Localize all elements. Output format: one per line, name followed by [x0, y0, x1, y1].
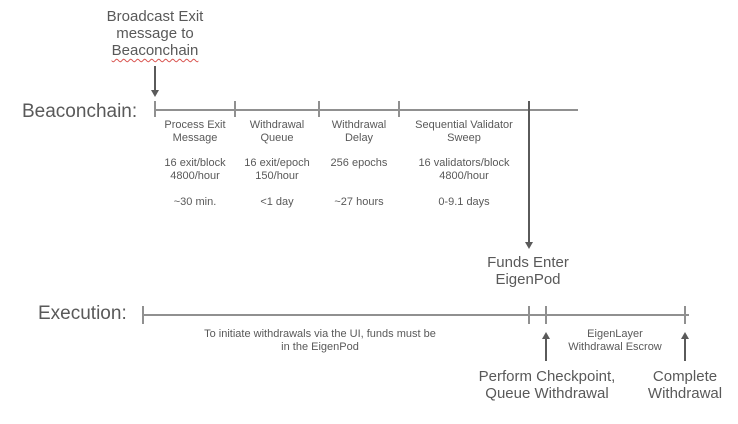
segment-rate: 16 exit/block 4800/hour [164, 157, 226, 182]
beaconchain-tick-4 [398, 101, 400, 117]
segment-rate: 16 validators/block 4800/hour [418, 157, 510, 182]
segment-name: Withdrawal Delay [331, 119, 387, 144]
execution-timeline-line [143, 314, 689, 316]
broadcast-down-arrow-stem [154, 66, 156, 91]
segment-withdrawal-delay: Withdrawal Delay 256 epochs ~27 hours [309, 119, 409, 215]
complete-up-arrow-stem [684, 338, 686, 361]
segment-name: Withdrawal Queue [249, 119, 305, 144]
broadcast-exit-note-line3: Beaconchain [75, 42, 235, 59]
segment-process-exit-message: Process Exit Message 16 exit/block 4800/… [140, 119, 250, 215]
segment-rate: 256 epochs [330, 157, 388, 169]
perform-checkpoint-label: Perform Checkpoint, Queue Withdrawal [478, 368, 616, 402]
funds-enter-down-arrow-stem [528, 101, 530, 243]
complete-withdrawal-label: Complete Withdrawal [647, 368, 723, 402]
segment-duration: ~30 min. [173, 196, 217, 208]
segment-sequential-validator-sweep: Sequential Validator Sweep 16 validators… [394, 119, 534, 215]
beaconchain-word: Beaconchain [111, 42, 199, 59]
broadcast-down-arrow-head [151, 90, 159, 97]
beaconchain-timeline-line [155, 109, 578, 111]
execution-tick-checkpoint [545, 306, 547, 324]
execution-row-label: Execution: [38, 303, 127, 324]
beaconchain-row-label: Beaconchain: [22, 101, 138, 122]
broadcast-exit-note: Broadcast Exit message to Beaconchain [75, 8, 235, 59]
beaconchain-tick-2 [234, 101, 236, 117]
checkpoint-up-arrow-stem [545, 338, 547, 361]
segment-withdrawal-queue: Withdrawal Queue 16 exit/epoch 150/hour … [227, 119, 327, 215]
funds-enter-down-arrow-head [525, 242, 533, 249]
complete-up-arrow-head [681, 332, 689, 339]
broadcast-exit-note-line1: Broadcast Exit [106, 8, 204, 25]
beaconchain-tick-3 [318, 101, 320, 117]
segment-name: Sequential Validator Sweep [415, 119, 513, 144]
segment-duration: 0-9.1 days [438, 196, 490, 208]
segment-duration: ~27 hours [334, 196, 384, 208]
checkpoint-up-arrow-head [542, 332, 550, 339]
funds-enter-eigenpod-label: Funds Enter EigenPod [487, 254, 569, 288]
segment-rate: 16 exit/epoch 150/hour [244, 157, 310, 182]
beaconchain-tick-start [154, 101, 156, 117]
segment-name: Process Exit Message [164, 119, 226, 144]
execution-tick-start [142, 306, 144, 324]
execution-tick-funds-enter [528, 306, 530, 324]
broadcast-exit-note-line2: message to [116, 25, 194, 42]
eigenlayer-escrow-label: EigenLayer Withdrawal Escrow [568, 328, 662, 353]
ui-requirement-note: To initiate withdrawals via the UI, fund… [204, 328, 436, 353]
segment-duration: <1 day [260, 196, 294, 208]
execution-tick-complete [684, 306, 686, 324]
